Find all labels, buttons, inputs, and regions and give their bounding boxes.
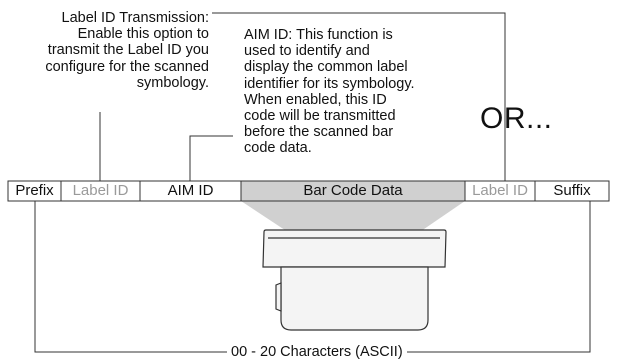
aim-id-note: AIM ID: This function is used to identif… <box>244 27 415 157</box>
scanner-device <box>262 229 447 331</box>
label-id-note-line: Enable this option to <box>77 26 209 43</box>
aim-id-note-line: AIM ID: This function is <box>244 27 393 43</box>
or-text: OR... <box>480 102 553 135</box>
label-id-leader-right <box>212 12 506 181</box>
segment-prefix: Prefix <box>15 182 54 199</box>
scanner-head <box>262 229 447 268</box>
aim-id-leader <box>189 135 233 181</box>
segment-label-id-1: Label ID <box>72 182 129 199</box>
aim-id-note-line: used to identify and <box>244 43 370 60</box>
aim-id-note-line: identifier for its symbology. <box>244 75 415 92</box>
label-id-note-line: configure for the scanned <box>45 58 209 75</box>
data-bar-outline <box>7 180 610 202</box>
label-id-note-line: transmit the Label ID you <box>47 42 209 59</box>
scanner-side-tab <box>275 282 282 312</box>
label-id-note-line: symbology. <box>136 74 209 91</box>
aim-id-note-line: code will be transmitted <box>244 108 396 125</box>
aim-id-note-line: display the common label <box>244 59 408 76</box>
scanner-body <box>280 266 429 331</box>
segment-bar-code-data: Bar Code Data <box>303 182 403 199</box>
range-label: 00 - 20 Characters (ASCII) <box>227 344 407 360</box>
segment-aim-id: AIM ID <box>167 182 214 199</box>
label-id-note-title: Label ID Transmission: <box>61 10 209 26</box>
scan-beam <box>241 181 465 240</box>
label-id-note: Label ID Transmission: Enable this optio… <box>45 10 209 91</box>
aim-id-note-line: before the scanned bar <box>244 124 394 141</box>
aim-id-note-line: code data. <box>244 140 312 157</box>
aim-id-note-line: When enabled, this ID <box>244 91 387 108</box>
segment-label-id-2: Label ID <box>472 182 528 199</box>
segment-suffix: Suffix <box>553 182 591 199</box>
